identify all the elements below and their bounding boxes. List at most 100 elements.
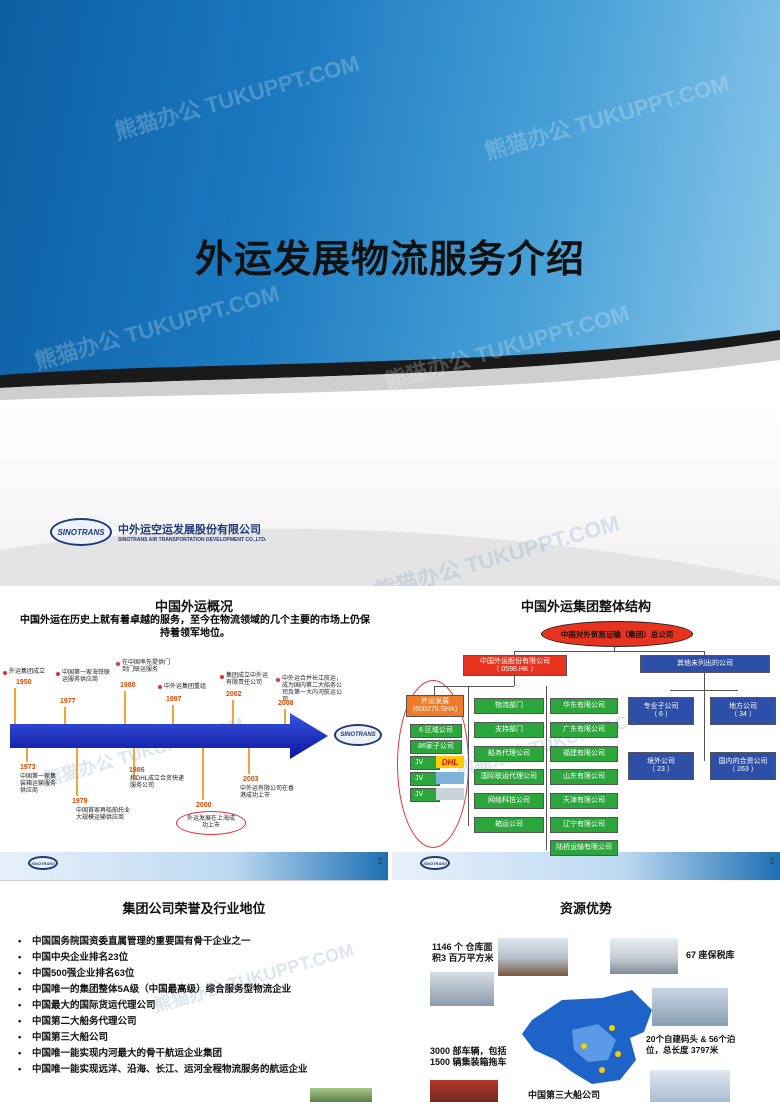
title-background <box>0 0 780 375</box>
timeline-tick <box>64 707 66 724</box>
dhl-logo-icon: DHL <box>436 756 464 768</box>
plane-photo <box>436 788 464 800</box>
timeline-arrow <box>10 713 328 759</box>
timeline-tick <box>172 705 174 724</box>
org-right-node: 地方公司（ 34 ） <box>710 697 776 725</box>
timeline-year: 1979 <box>72 798 88 805</box>
warehouse-text: 1146 个 仓库面积3 百万平方米 <box>432 942 494 963</box>
warehouse-photo <box>498 938 568 976</box>
org-right-node: 专业子公司（ 6 ） <box>628 697 694 725</box>
list-item: 中国中央企业排名23位 <box>18 952 372 964</box>
timeline-year: 1973 <box>20 764 36 771</box>
timeline-dot <box>3 671 7 675</box>
company-name-en: SINOTRANS AIR TRANSPORTATION DEVELOPMENT… <box>118 537 267 543</box>
highlight-oval: 外运发展在上海成功上市 <box>176 811 246 835</box>
slide-subtitle: 中国外运在历史上就有着卓越的服务，至今在物流领域的几个主要的市场上仍保持着领军地… <box>20 615 370 639</box>
timeline-tick <box>76 748 78 796</box>
timeline-year: 1986 <box>129 767 145 774</box>
timeline-year: 1950 <box>16 679 32 686</box>
org-region-node: 天津有限公司 <box>550 793 618 809</box>
timeline-dot <box>220 675 224 679</box>
timeline-dot <box>56 672 60 676</box>
bottom-photo <box>310 1088 372 1102</box>
timeline-year: 2003 <box>243 776 259 783</box>
org-node-label: 地方公司 <box>729 703 757 710</box>
org-line <box>704 671 705 761</box>
org-line <box>514 651 515 655</box>
org-right-node: 境外公司（ 23 ） <box>628 752 694 780</box>
timeline-event: 中国首家再船舶托业大规模运输供应商 <box>76 808 131 821</box>
airplane-photo <box>650 1070 730 1102</box>
org-node-label: 中国外运股份有限公司 <box>480 657 550 665</box>
page-title: 外运发展物流服务介绍 <box>194 239 585 281</box>
title-slide: 外运发展物流服务介绍 熊猫办公 TUKUPPT.COM 熊猫办公 TUKUPPT… <box>0 0 780 586</box>
org-node-count: （ 23 ） <box>648 766 674 773</box>
org-line <box>514 674 515 686</box>
list-item: 中国第三大船公司 <box>18 1032 372 1044</box>
list-item: 中国唯一能实现远洋、沿海、长江、运河全程物流服务的航运企业 <box>18 1064 352 1076</box>
china-map <box>522 990 652 1084</box>
page-number: 2 <box>377 857 382 866</box>
org-dept-node: 支持部门 <box>474 722 544 738</box>
timeline-year: 1977 <box>60 698 76 705</box>
timeline-year: 2000 <box>196 802 212 809</box>
org-line <box>614 645 615 651</box>
org-node-count: （ 263 ） <box>728 766 758 773</box>
resources-slide: 资源优势 1146 个 仓库面积3 百万平方米 67 座保税库 3000 部车辆… <box>392 884 780 1102</box>
timeline-event: 中国第一家集装箱运输服务供应商 <box>20 774 57 794</box>
org-sha-node: 外运发展(600270.SHA) <box>406 695 464 717</box>
sinotrans-logo-icon: SINOTRANS <box>334 724 382 746</box>
org-region-node: 福建有限公司 <box>550 746 618 762</box>
org-node-label: 专业子公司 <box>643 703 679 710</box>
org-line <box>704 651 705 655</box>
org-line <box>434 686 514 687</box>
timeline-event: 中外运集团重组 <box>164 684 207 690</box>
timeline-tick <box>26 748 28 762</box>
org-sub-node: 6 区域公司 <box>410 724 462 738</box>
org-node-label: 境外公司 <box>647 758 675 765</box>
sinotrans-logo-icon: SINOTRANS <box>50 518 112 546</box>
shipping-text: 中国第三大船公司 <box>528 1090 601 1100</box>
org-dept-node: 船务代理公司 <box>474 746 544 762</box>
list-item: 中国唯一能实现内河最大的骨干航运企业集团 <box>18 1048 372 1060</box>
list-item: 中国最大的国际货运代理公司 <box>18 1000 372 1012</box>
timeline-event: 外运集团成立 <box>9 669 46 675</box>
timeline-tick <box>232 700 234 724</box>
timeline-year: 1997 <box>166 696 182 703</box>
org-region-node: 山东有限公司 <box>550 769 618 785</box>
org-dept-node: 网络科技公司 <box>474 793 544 809</box>
org-region-node: 陆桥运输有限公司 <box>550 840 618 856</box>
bottom-swoosh <box>0 528 780 586</box>
slide-title: 中国外运集团整体结构 <box>520 599 651 614</box>
org-line <box>514 651 704 652</box>
page-number: 3 <box>769 857 774 866</box>
org-node-code: （ 0598.HK ） <box>492 665 538 673</box>
org-right-node: 国内的合资公司（ 263 ） <box>710 752 776 780</box>
timeline-year: 1980 <box>120 682 136 689</box>
timeline-tick <box>14 688 16 724</box>
org-node-label: 外运发展 <box>420 698 449 705</box>
org-dept-node: 国际联运代理公司 <box>474 769 544 785</box>
slide-title: 集团公司荣誉及行业地位 <box>122 901 266 916</box>
timeline-event: 和DHL成立合资快递服务公司 <box>130 776 185 789</box>
list-item: 中国第二大船务代理公司 <box>18 1016 372 1028</box>
timeline-dot <box>116 662 120 666</box>
org-line <box>670 690 738 691</box>
timeline-dot <box>276 678 280 682</box>
timeline-event: 在中国率先提供门到门联运服务 <box>122 660 171 673</box>
timeline-tick <box>284 709 286 724</box>
company-logo: SINOTRANS 中外运空运发展股份有限公司 SINOTRANS AIR TR… <box>50 518 266 546</box>
bonded-text: 67 座保税库 <box>686 950 735 960</box>
timeline-dot <box>158 685 162 689</box>
org-top-node: 中国对外贸易运输（集团）总公司 <box>541 621 693 647</box>
timeline-tick <box>133 748 135 780</box>
timeline-event: 中外运合并长江航运，成为国内第二大船务公司及第一大内河航运公司 <box>282 676 343 703</box>
timeline-tick <box>124 691 126 724</box>
org-others-node: 其他未列出的公司 <box>640 655 770 673</box>
timeline-event: 中外运有限公司在香港成功上市 <box>240 786 295 799</box>
org-line <box>468 686 469 826</box>
truck-fleet-photo <box>430 972 494 1006</box>
company-name-cn: 中外运空运发展股份有限公司 <box>118 524 261 536</box>
org-sub-node: 86家子公司 <box>410 740 462 754</box>
org-node-count: （ 34 ） <box>730 711 756 718</box>
